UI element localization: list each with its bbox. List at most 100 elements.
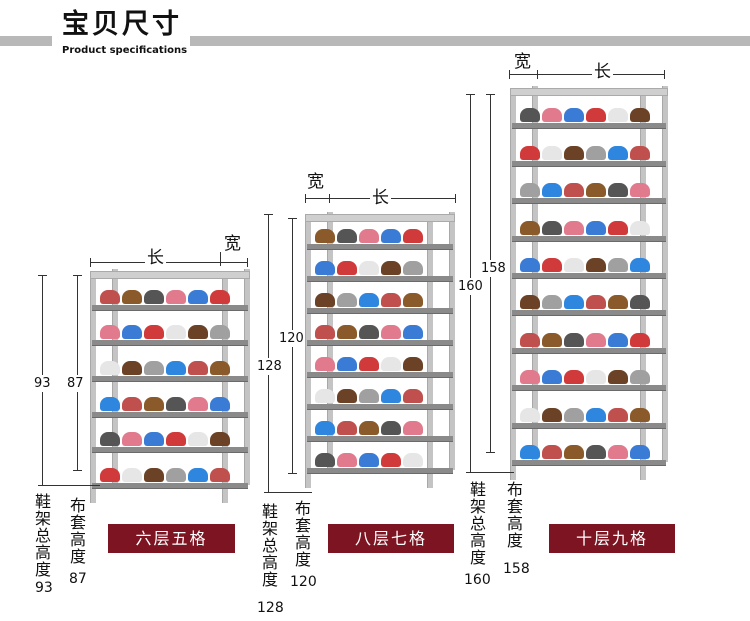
page-subtitle: Product specifications [62, 45, 188, 56]
shoe [359, 325, 379, 339]
shoe [144, 289, 164, 304]
shoe [542, 445, 562, 459]
rack-post [90, 275, 96, 503]
shoe [188, 396, 208, 411]
shoe [166, 432, 186, 447]
shoe [381, 325, 401, 339]
shoe [564, 145, 584, 160]
rack-shelf [307, 308, 453, 314]
total-height-tick [38, 275, 47, 276]
rack-shelf [92, 376, 248, 382]
total-height-tick [466, 94, 475, 95]
rack-post [640, 92, 646, 480]
shoe [381, 261, 401, 275]
rack-shelf [512, 347, 666, 354]
total-height-base-line [38, 485, 100, 486]
shoe [359, 389, 379, 403]
shoe [403, 421, 423, 435]
shoe [630, 445, 650, 459]
shoe [144, 468, 164, 482]
shoe [210, 468, 230, 482]
shoe [166, 396, 186, 411]
shoe [381, 357, 401, 371]
total-height-value: 93 [34, 375, 51, 392]
shoe [520, 370, 540, 385]
shoe [144, 325, 164, 340]
shoe [166, 361, 186, 375]
shoe [520, 332, 540, 347]
total-height-tick [264, 214, 273, 215]
shoe [315, 293, 335, 307]
total-height-caption-value: 128 [257, 600, 284, 616]
shoe [520, 407, 540, 422]
shoe [630, 370, 650, 385]
total-height-caption: 鞋架总高度 [469, 480, 486, 567]
shoe [337, 261, 357, 275]
shoe [188, 432, 208, 447]
shoe [586, 445, 606, 459]
shoe [403, 293, 423, 307]
rack-shelf [307, 276, 453, 282]
shoe [520, 183, 540, 198]
shoe [144, 396, 164, 411]
rack-shelf [92, 483, 248, 489]
total-height-base-line [466, 472, 514, 473]
cover-height-value: 87 [67, 375, 84, 392]
shoe [188, 289, 208, 304]
shoe [630, 258, 650, 272]
cover-height-tick [486, 452, 495, 453]
shoe [403, 453, 423, 467]
cover-height-caption: 布套高度 [69, 496, 86, 566]
shoe [315, 229, 335, 243]
shoe [564, 370, 584, 385]
rack-shelf [92, 447, 248, 454]
shoe [564, 258, 584, 272]
shoe [359, 261, 379, 275]
shoe [381, 229, 401, 243]
shoe [381, 389, 401, 403]
shoe [359, 421, 379, 435]
shoe [542, 220, 562, 235]
shoe [542, 145, 562, 160]
length-label: 长 [592, 62, 613, 82]
cover-height-caption-value: 87 [69, 571, 87, 587]
rack-shelf [512, 460, 666, 466]
shoe [630, 407, 650, 422]
rack-shelf [307, 436, 453, 442]
shoe [403, 325, 423, 339]
shoe [359, 293, 379, 307]
shoe [210, 361, 230, 375]
cover-height-tick [288, 218, 297, 219]
length-dimension-line [90, 262, 248, 263]
shoe [564, 332, 584, 347]
cover-height-tick [73, 470, 82, 471]
shoe [608, 183, 628, 198]
rack-post [510, 92, 516, 480]
rack-shelf [92, 340, 248, 347]
rack-shelf [307, 372, 453, 378]
shoe [608, 108, 628, 123]
width-label: 宽 [222, 234, 243, 254]
shoe [359, 229, 379, 243]
shoe [630, 145, 650, 160]
shoe [403, 389, 423, 403]
cover-height-caption: 布套高度 [506, 480, 523, 550]
rack-top-frame [510, 88, 668, 96]
rack-shelf [307, 244, 453, 250]
shoe [586, 145, 606, 160]
shoe [381, 421, 401, 435]
shoe [520, 258, 540, 272]
rack-shelf [512, 198, 666, 205]
shoe [520, 445, 540, 459]
rack-shelf [307, 468, 453, 474]
rack-shelf [512, 160, 666, 167]
shoe [564, 407, 584, 422]
rack-post [305, 218, 311, 488]
shoe [315, 421, 335, 435]
total-height-caption: 鞋架总高度 [261, 502, 278, 589]
shoe [403, 261, 423, 275]
badge-eight-tier: 八层七格 [328, 524, 454, 553]
shoe [586, 407, 606, 422]
cover-height-caption-value: 120 [290, 574, 317, 590]
shoe [630, 220, 650, 235]
